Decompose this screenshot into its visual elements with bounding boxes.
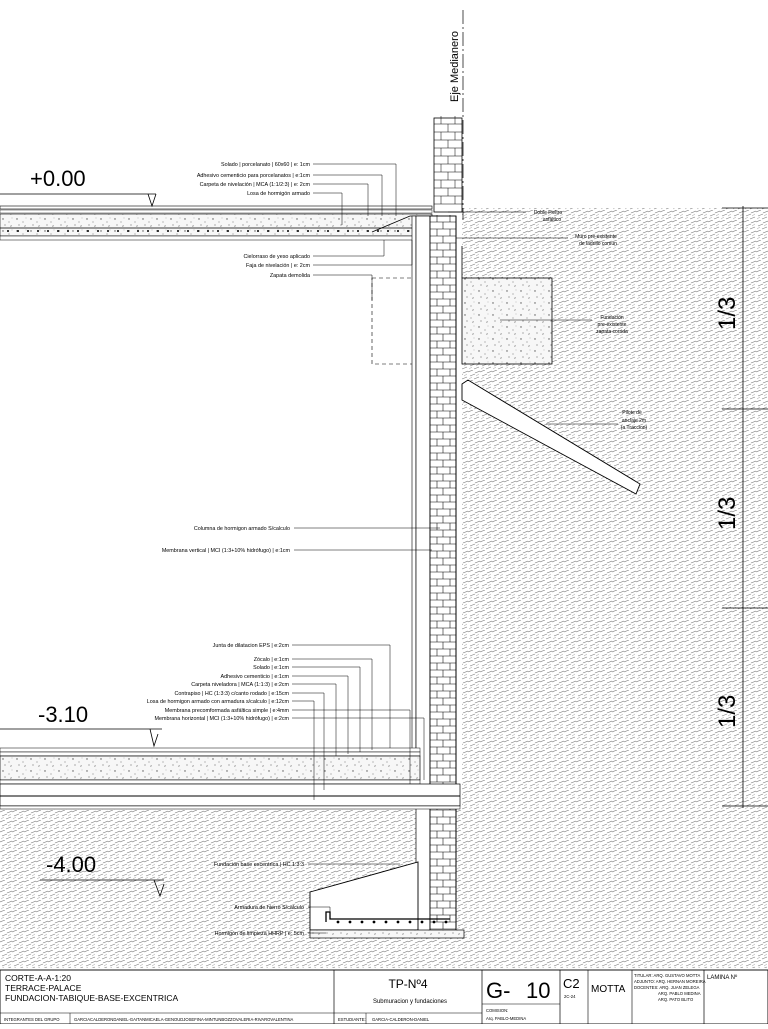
label-adhesivo-floor: Adhesivo cementicio | e:1cm — [220, 674, 289, 680]
tb-lamina: LAMINA Nº — [707, 974, 738, 981]
label-contrapiso: Contrapiso | HC (1:3:3) c/canto rodado |… — [174, 691, 289, 697]
tb-course-year: 2C-24 — [564, 994, 576, 999]
label-fundacion-1: Fundación — [600, 315, 624, 321]
labels-top: Solado | porcelanato | 60x60 | e: 1cm Ad… — [197, 162, 311, 197]
eje-medianero-label: Eje Medianero — [449, 31, 461, 102]
labels-floor: Junta de dilatacion EPS | e:2cm Zócalo |… — [147, 643, 290, 722]
label-carpeta: Carpeta de nivelación | MCA (1:1/2:3) | … — [200, 182, 311, 188]
retaining-column — [411, 215, 457, 937]
tb-sheet-number: 10 — [526, 978, 550, 1003]
tb-project: TERRACE-PALACE — [5, 983, 82, 993]
tb-tp-subtitle: Submuracion y fundaciones — [373, 999, 447, 1005]
lower-floor — [0, 747, 461, 810]
tb-chair: MOTTA — [591, 984, 626, 995]
tb-student-name: GARCIA-CALDERON-DANIEL — [372, 1017, 430, 1022]
label-columna: Columna de hormigon armado S/calculo — [194, 526, 290, 532]
label-carpeta-floor: Carpeta niveladora | MCA (1:1:3) | e:2cm — [191, 682, 289, 688]
label-armadura: Armadura de hierro S/calculo — [234, 905, 304, 911]
thirds-dimension — [722, 206, 768, 808]
label-cielorraso: Cielorraso de yeso aplicado — [243, 254, 310, 260]
level-top: +0.00 — [30, 166, 86, 191]
tb-section: CORTE-A-A-1:20 — [5, 973, 71, 983]
tb-group-label: INTEGRANTES DEL GRUPO — [4, 1017, 60, 1022]
level-mid: -3.10 — [38, 702, 88, 727]
label-fieltro-2: asfáltico — [543, 217, 562, 223]
label-zapata-demolida: Zapata demolida — [270, 273, 310, 279]
tb-staff-1: TITULAR: ARQ. GUSTAVO MOTTA — [634, 973, 701, 978]
third-label-3: 1/3 — [714, 695, 741, 728]
label-losa: Losa de hormigón armado — [247, 191, 310, 197]
tb-staff-2: ADJUNTO: ARQ. HERNAN MOREIRA — [634, 979, 706, 984]
label-pilote-1: Pilote de — [622, 410, 642, 416]
tb-sheet-prefix: G- — [486, 978, 510, 1003]
labels-base: Fundación base excentrica | HC 1:3:3 Arm… — [214, 862, 305, 937]
existing-wall — [433, 10, 464, 220]
label-membrana-vertical: Membrana vertical | MCI (1:3+10% hidrófu… — [162, 548, 291, 554]
label-adhesivo: Adhesivo cementicio para porcelanatos | … — [197, 173, 311, 179]
label-pilote-2: anclaje 2m — [622, 418, 646, 424]
tb-tp: TP-Nº4 — [388, 977, 427, 991]
tb-comision-name: Arq. PABLO-MEDINA — [486, 1016, 526, 1021]
top-slab — [0, 205, 436, 241]
existing-foundation — [371, 246, 553, 365]
labels-ceiling: Cielorraso de yeso aplicado Faja de nive… — [243, 254, 310, 279]
label-membrana-asfaltica: Membrana precomformada asfáltica simple … — [165, 708, 290, 714]
labels-right: Doble Fieltro asfáltico Muro pre-existen… — [534, 210, 648, 431]
tb-staff-5: ARQ. PATO BLITO — [658, 997, 694, 1002]
label-fieltro-1: Doble Fieltro — [534, 210, 563, 216]
tb-comision-label: COMISION: — [486, 1008, 508, 1013]
label-muro-1: Muro pre-existente — [575, 234, 617, 240]
anchor-pile — [461, 379, 641, 495]
tb-group-members: GARCIACALDERONDANIEL-GAITANMICAELA-GENOU… — [74, 1017, 294, 1022]
label-muro-2: de ladrillo comun — [579, 241, 617, 247]
labels-column: Columna de hormigon armado S/calculo Mem… — [162, 526, 291, 554]
label-hormigon-limpieza: Hormigón de limpieza HHRP | e: 5cm — [215, 931, 305, 937]
label-membrana-horizontal: Membrana horizontal | MCI (1:3+10% hidró… — [155, 716, 290, 722]
tb-course-code: C2 — [563, 976, 580, 991]
label-zocalo: Zócalo | e:1cm — [254, 657, 290, 663]
label-faja: Faja de nivelación | e: 2cm — [246, 263, 311, 269]
label-losa-floor: Losa de hormigon armado con armadura s/c… — [147, 699, 290, 705]
label-fundacion-3: zapata corrida — [596, 329, 628, 335]
label-fundacion-2: pre-existente — [598, 322, 627, 328]
third-label-2: 1/3 — [714, 497, 741, 530]
level-markers — [0, 193, 165, 898]
tb-staff-3: DOCENTES: ARQ. JUAN ZELEGA — [634, 985, 700, 990]
title-block — [0, 969, 768, 1025]
earth-hatch — [0, 208, 768, 968]
label-fundacion-base: Fundación base excentrica | HC 1:3:3 — [214, 862, 304, 868]
eccentric-base — [309, 861, 465, 939]
label-solado: Solado | porcelanato | 60x60 | e: 1cm — [221, 162, 311, 168]
label-pilote-3: (a Traccion) — [621, 425, 648, 431]
label-junta: Junta de dilatacion EPS | e:2cm — [213, 643, 290, 649]
leader-lines — [292, 163, 618, 934]
label-solado-floor: Solado | e:1cm — [253, 665, 289, 671]
level-bottom: -4.00 — [46, 852, 96, 877]
tb-staff-4: ARQ. PABLO MEDINA — [658, 991, 701, 996]
third-label-1: 1/3 — [714, 297, 741, 330]
tb-student-label: ESTUDIANTE: — [338, 1017, 366, 1022]
tb-subject: FUNDACION-TABIQUE-BASE-EXCENTRICA — [5, 993, 178, 1003]
